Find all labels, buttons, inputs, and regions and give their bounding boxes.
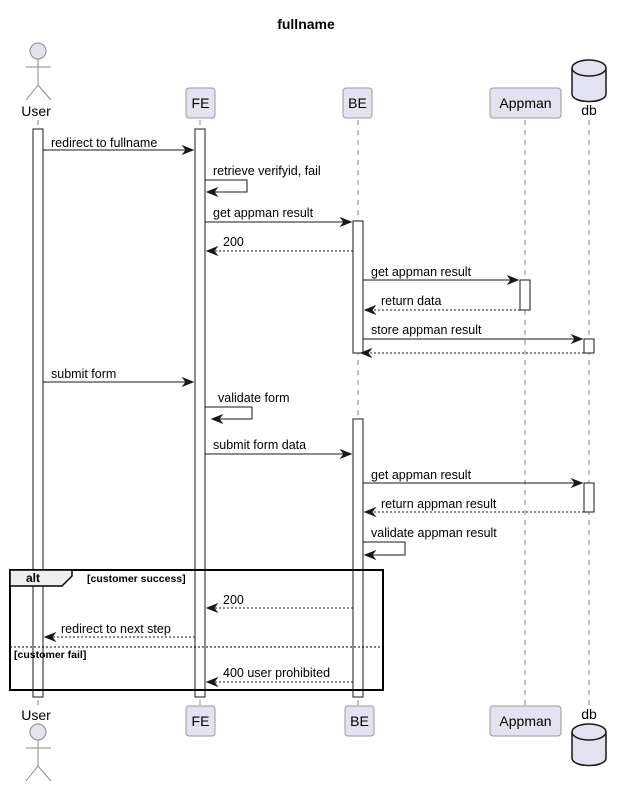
arrowhead-icon bbox=[339, 448, 353, 460]
arrowhead-icon bbox=[210, 413, 224, 425]
database-icon bbox=[571, 732, 607, 767]
arrowhead-icon bbox=[363, 304, 377, 316]
participant-appman-top[interactable]: Appman bbox=[489, 87, 562, 119]
arrowhead-icon bbox=[205, 245, 219, 257]
participant-box bbox=[185, 705, 216, 737]
arrowhead-icon bbox=[570, 333, 584, 345]
participant-box bbox=[342, 87, 373, 119]
message-label: return appman result bbox=[381, 497, 497, 511]
arrowhead-icon bbox=[339, 216, 353, 228]
message-label: retrieve verifyid, fail bbox=[213, 164, 321, 178]
activation-fe bbox=[194, 128, 206, 698]
fragment-guard-success: [customer success] bbox=[87, 573, 186, 585]
participant-label-be: BE bbox=[350, 713, 369, 729]
actor-head-icon bbox=[29, 42, 47, 60]
arrowhead-icon bbox=[205, 676, 219, 688]
activation-be-2 bbox=[352, 418, 364, 698]
database-top-icon bbox=[571, 723, 607, 741]
message-label: 400 user prohibited bbox=[223, 666, 330, 680]
arrowhead-icon bbox=[363, 549, 377, 561]
message-arrow-self bbox=[205, 406, 253, 420]
arrowhead-icon bbox=[43, 631, 57, 643]
participant-box bbox=[185, 87, 216, 119]
message-arrow-self bbox=[363, 541, 406, 556]
activation-user bbox=[32, 128, 44, 698]
arrowhead-icon bbox=[181, 144, 195, 156]
diagram-title: fullname bbox=[277, 16, 335, 32]
participants-top: User FE BE Appman db bbox=[21, 42, 607, 119]
activations bbox=[32, 128, 595, 698]
participant-label-appman: Appman bbox=[499, 713, 551, 729]
lifelines bbox=[37, 120, 590, 705]
message-label: 200 bbox=[223, 593, 244, 607]
participant-fe-bottom[interactable]: FE bbox=[185, 705, 216, 737]
message-label: submit form bbox=[51, 367, 116, 381]
participant-be-top[interactable]: BE bbox=[342, 87, 373, 119]
fragment-guard-fail: [customer fail] bbox=[14, 649, 86, 661]
arrowhead-icon bbox=[205, 602, 219, 614]
participant-label-user: User bbox=[21, 103, 51, 119]
participant-label-fe: FE bbox=[192, 95, 210, 111]
participant-label-appman: Appman bbox=[499, 95, 551, 111]
message-label: validate form bbox=[218, 391, 290, 405]
arrowhead-icon bbox=[205, 186, 219, 198]
arrowhead-icon bbox=[359, 347, 373, 359]
arrowhead-icon bbox=[363, 506, 377, 518]
participant-be-bottom[interactable]: BE bbox=[344, 705, 375, 737]
message-label: validate appman result bbox=[371, 526, 497, 540]
actor-user-bottom[interactable]: User bbox=[21, 707, 52, 782]
participant-db-bottom[interactable]: db bbox=[571, 706, 607, 767]
message-label: redirect to fullname bbox=[51, 136, 157, 150]
activation-db-1 bbox=[583, 338, 595, 354]
message-label: get appman result bbox=[371, 468, 472, 482]
message-label: 200 bbox=[223, 235, 244, 249]
message-label: submit form data bbox=[213, 438, 306, 452]
participant-label-be: BE bbox=[348, 95, 367, 111]
participant-label-db: db bbox=[581, 706, 597, 722]
participants-bottom: User FE BE Appman db bbox=[21, 705, 607, 782]
participant-box bbox=[344, 705, 375, 737]
database-top-icon bbox=[571, 59, 607, 77]
message-label: get appman result bbox=[213, 206, 314, 220]
participant-db-top[interactable]: db bbox=[571, 59, 607, 118]
fragment-keyword: alt bbox=[26, 571, 40, 585]
message-label: return data bbox=[381, 294, 442, 308]
participant-label-db: db bbox=[581, 102, 597, 118]
activation-db-2 bbox=[583, 482, 595, 513]
actor-user-top[interactable]: User bbox=[21, 42, 52, 119]
actor-legs-icon bbox=[25, 84, 52, 101]
participant-box bbox=[489, 87, 562, 119]
database-icon bbox=[571, 68, 607, 103]
messages: redirect to fullname retrieve verifyid, … bbox=[43, 136, 584, 688]
fragment-frame bbox=[9, 569, 384, 691]
participant-appman-bottom[interactable]: Appman bbox=[489, 705, 562, 737]
arrowhead-icon bbox=[181, 376, 195, 388]
participant-box bbox=[489, 705, 562, 737]
participant-label-user: User bbox=[21, 707, 51, 723]
alt-fragment: alt [customer success] [customer fail] bbox=[9, 569, 384, 691]
message-arrow-self bbox=[205, 179, 248, 193]
message-label: store appman result bbox=[371, 323, 482, 337]
arrowhead-icon bbox=[506, 274, 520, 286]
activation-be-1 bbox=[352, 220, 364, 354]
activation-appman bbox=[519, 279, 531, 311]
participant-fe-top[interactable]: FE bbox=[185, 87, 216, 119]
fragment-tab bbox=[9, 569, 73, 587]
message-label: redirect to next step bbox=[61, 622, 171, 636]
actor-head-icon bbox=[29, 723, 47, 741]
message-label: get appman result bbox=[371, 265, 472, 279]
actor-legs-icon bbox=[25, 765, 52, 782]
participant-label-fe: FE bbox=[192, 713, 210, 729]
arrowhead-icon bbox=[570, 477, 584, 489]
